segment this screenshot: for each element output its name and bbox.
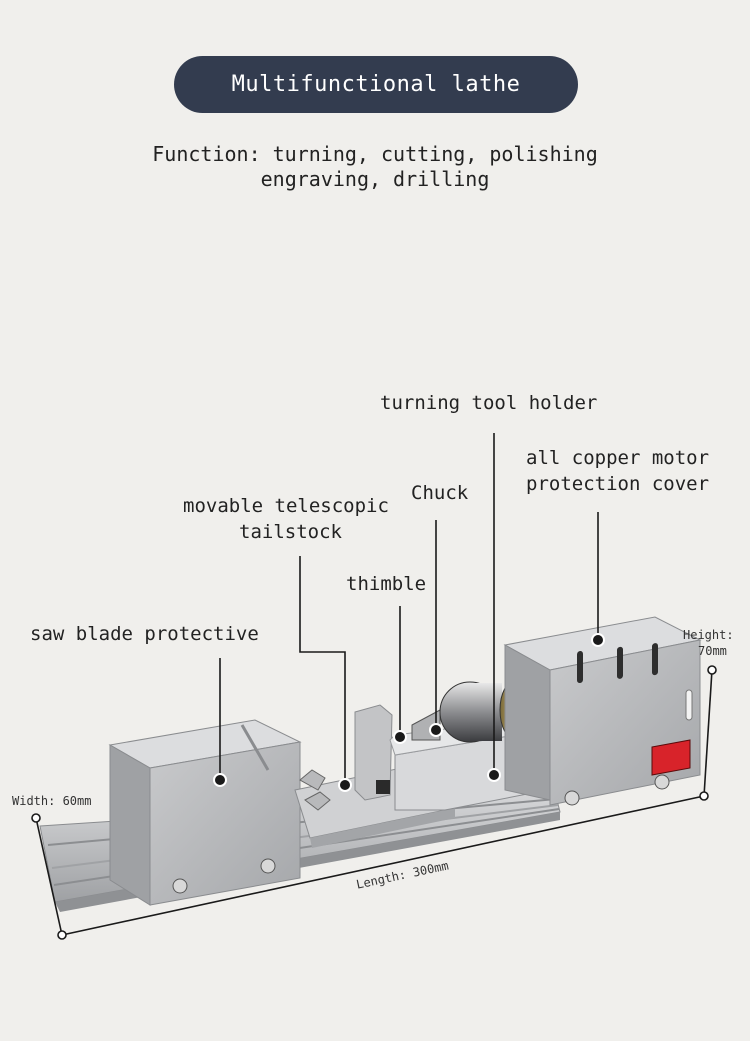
dimension-lines bbox=[35, 669, 713, 936]
saw-blade-cover bbox=[108, 719, 302, 906]
motor-cover-dot bbox=[591, 633, 605, 647]
width-dimension-label: Width: 60mm bbox=[12, 794, 92, 808]
thimble-label: thimble bbox=[346, 573, 427, 595]
tool-holder-dot bbox=[487, 768, 501, 782]
turning-tool-holder-label: turning tool holder bbox=[380, 392, 598, 414]
saw-blade-dot bbox=[213, 773, 227, 787]
chuck-label: Chuck bbox=[411, 482, 469, 504]
height-dimension-label-line-2: 70mm bbox=[698, 644, 727, 658]
function-description: Function: turning, cutting, polishing en… bbox=[0, 142, 750, 192]
height-line bbox=[703, 669, 713, 797]
power-switch bbox=[651, 739, 691, 776]
length-line bbox=[61, 795, 705, 936]
tailstock-label-line-1: movable telescopic bbox=[183, 495, 389, 517]
callout-dots bbox=[213, 633, 605, 792]
thimble-dot bbox=[393, 730, 407, 744]
function-line-2: engraving, drilling bbox=[260, 167, 490, 191]
chuck-dot bbox=[429, 723, 443, 737]
tailstock-block bbox=[299, 704, 393, 811]
height-dimension-label-line-1: Height: bbox=[683, 628, 734, 642]
dimension-endpoints bbox=[31, 665, 717, 940]
tailstock-dot bbox=[338, 778, 352, 792]
function-line-1: Function: turning, cutting, polishing bbox=[152, 142, 598, 166]
title-banner: Multifunctional lathe bbox=[174, 56, 578, 113]
motor-cover-label-line-1: all copper motor bbox=[526, 447, 710, 469]
title-text: Multifunctional lathe bbox=[231, 72, 521, 97]
saw-blade-label: saw blade protective bbox=[30, 623, 259, 645]
tailstock-label-line-2: tailstock bbox=[239, 521, 342, 543]
motor-cover-label-line-2: protection cover bbox=[526, 473, 710, 495]
width-line bbox=[35, 817, 63, 936]
callout-lines bbox=[219, 433, 599, 785]
tailstock-leader bbox=[299, 556, 346, 785]
